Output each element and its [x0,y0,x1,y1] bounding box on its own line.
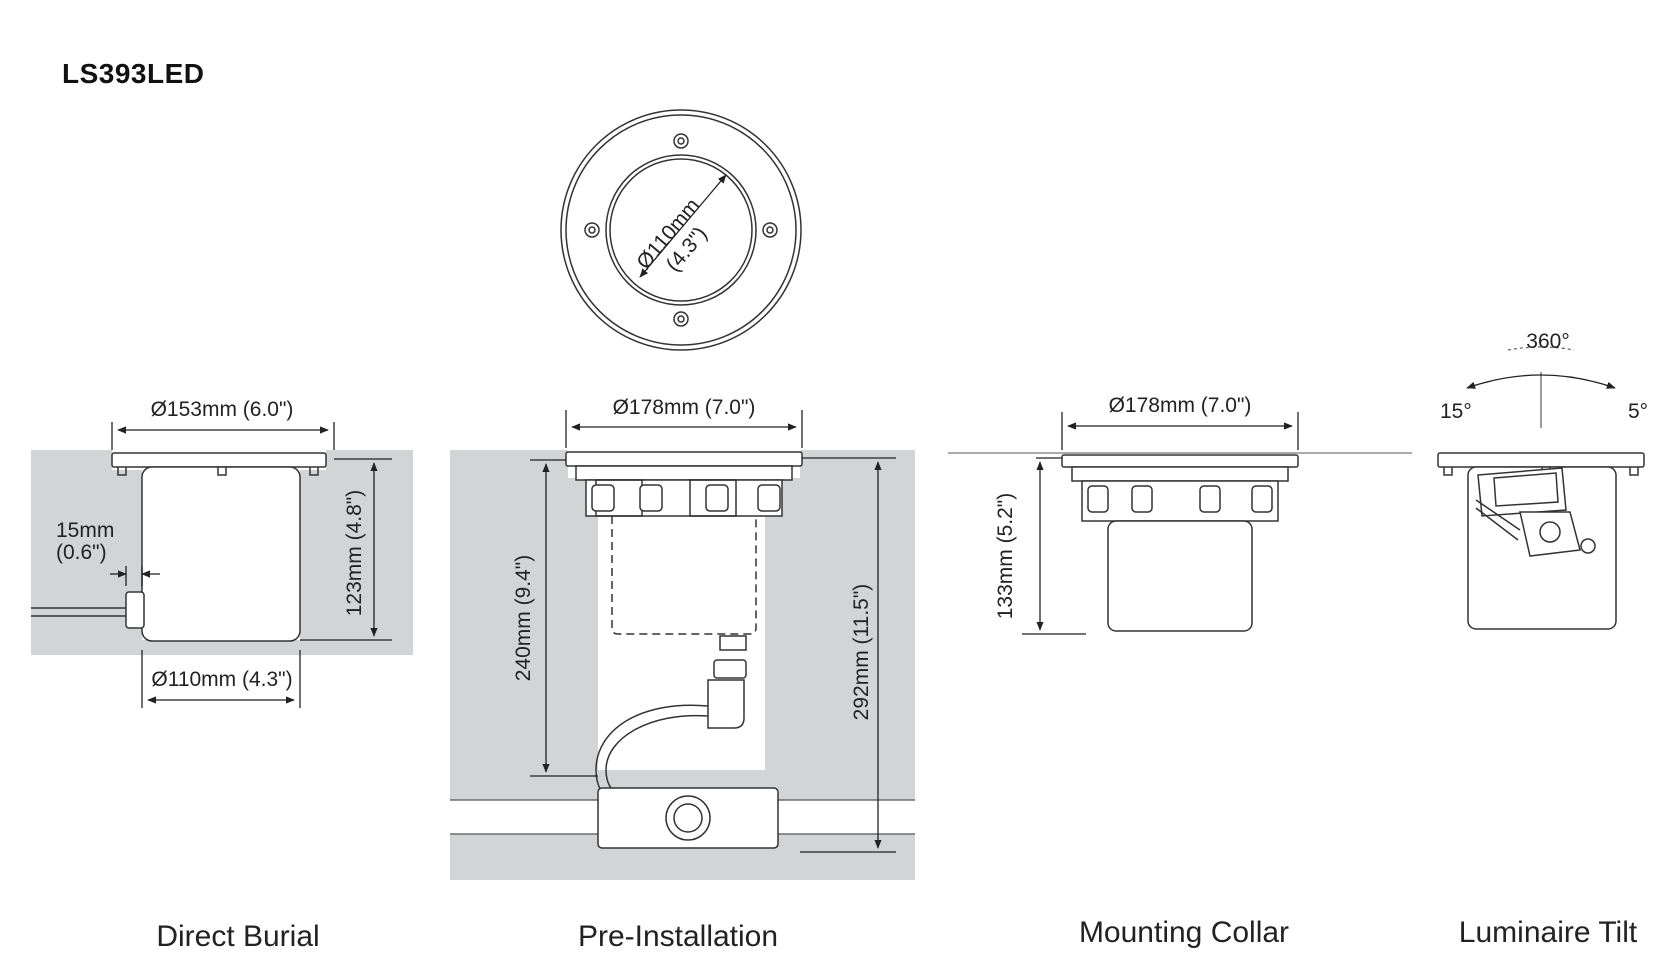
luminaire-tilt-fixture [1437,452,1645,630]
caption-direct-burial: Direct Burial [156,920,320,953]
mounting-collar-top-diameter: Ø178mm (7.0") [1108,394,1252,417]
pre-installation-dimension-lines [530,410,896,853]
tilt-rotation-label: 360° [1526,330,1570,353]
direct-burial-gland-offset-in: (0.6") [56,541,107,564]
tilt-right-label: 5° [1628,400,1649,423]
mounting-collar-height: 133mm (5.2") [994,492,1017,620]
caption-pre-installation: Pre-Installation [577,920,779,953]
top-view-luminaire [560,109,802,351]
direct-burial-gland-offset-mm: 15mm [56,519,115,542]
direct-burial-dimension-lines [110,422,392,708]
screw-icon [762,222,778,238]
screw-icon [673,311,689,327]
screw-icon [584,222,600,238]
screw-icon [673,133,689,149]
direct-burial-bottom-diameter: Ø110mm (4.3") [151,668,293,691]
luminaire-tilt-arrows [1466,346,1616,428]
tilt-left-label: 15° [1440,400,1472,423]
caption-mounting-collar: Mounting Collar [1078,916,1290,949]
pre-installation-inner-height: 240mm (9.4") [512,554,535,682]
direct-burial-gland-offset: 15mm (0.6") [56,520,114,564]
mounting-collar-fixture [1061,454,1299,632]
pre-installation-total-height: 292mm (11.5") [850,583,873,721]
direct-burial-top-diameter: Ø153mm (6.0") [150,398,294,421]
pre-installation-top-diameter: Ø178mm (7.0") [612,396,756,419]
direct-burial-fixture [31,452,327,642]
mounting-collar-dimension-lines [1022,412,1299,635]
caption-luminaire-tilt: Luminaire Tilt [1458,916,1638,949]
pre-installation-fixture [565,451,803,849]
direct-burial-height: 123mm (4.8") [343,489,366,617]
product-title: LS393LED [62,58,205,89]
